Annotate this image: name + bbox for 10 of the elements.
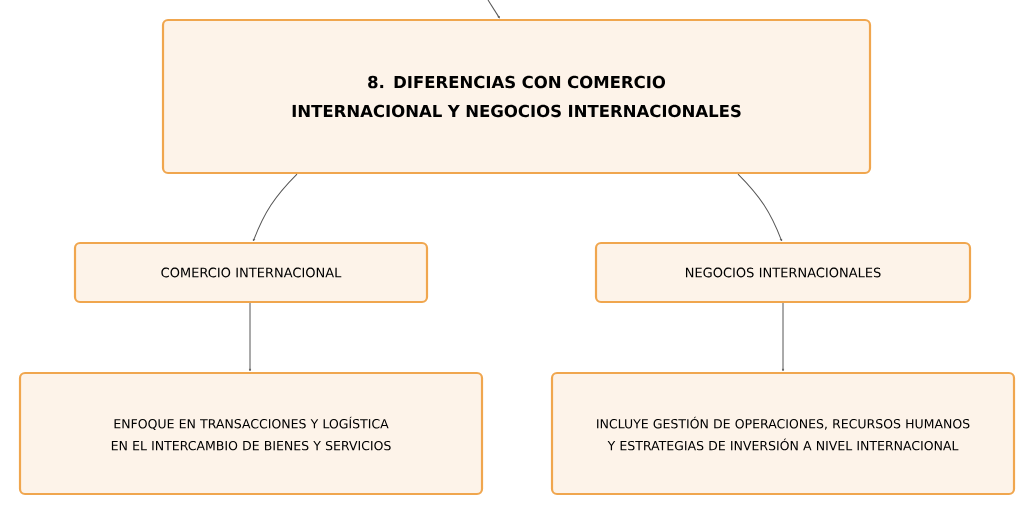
title-box: 8. DIFERENCIAS CON COMERCIO INTERNACIONAL Y NEGOCIOS INTERNACIONALES <box>161 18 872 175</box>
arrow <box>253 173 298 242</box>
arrow <box>737 173 782 242</box>
category-box: NEGOCIOS INTERNACIONALES <box>594 241 972 304</box>
arrow <box>781 302 785 372</box>
arrow <box>248 302 252 372</box>
description-box: ENFOQUE EN TRANSACCIONES Y LOGÍSTICA EN EL INTERCAMBIO DE BIENES Y SERVICIOS <box>18 371 484 496</box>
category-box: COMERCIO INTERNACIONAL <box>73 241 429 304</box>
arrow <box>487 0 500 19</box>
description-box: INCLUYE GESTIÓN DE OPERACIONES, RECURSOS HUMANOS Y ESTRATEGIAS DE INVERSIÓN A NIVEL INTERNACIONAL <box>550 371 1016 496</box>
